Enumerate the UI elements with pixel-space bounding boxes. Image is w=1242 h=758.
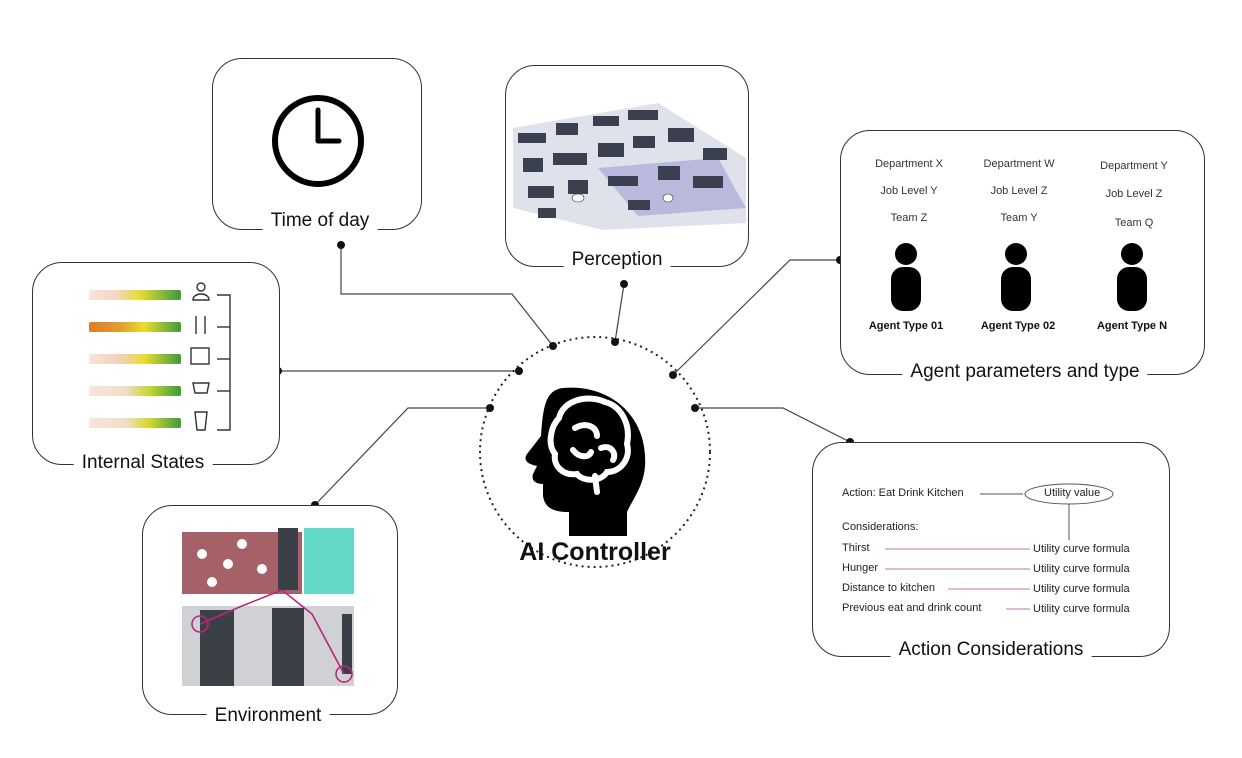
environment-map-image [182, 528, 354, 686]
time-of-day-title: Time of day [262, 210, 378, 232]
consideration-formula: Utility curve formula [1033, 563, 1130, 575]
line-action [695, 407, 851, 443]
state-bar [89, 354, 181, 364]
agent-2-team: Team Y [1000, 212, 1038, 224]
brain-head-icon [525, 387, 646, 536]
state-bar [89, 418, 181, 428]
consideration-formula: Utility curve formula [1033, 583, 1130, 595]
consideration-name: Hunger [842, 562, 879, 574]
agent-3-job-level: Job Level Z [1105, 188, 1163, 200]
consideration-name: Previous eat and drink count [842, 602, 982, 614]
perception-title: Perception [563, 249, 671, 271]
utility-value-label: Utility value [1044, 487, 1101, 499]
state-bar [89, 386, 181, 396]
agent-1-job-level: Job Level Y [880, 185, 938, 197]
state-bar [89, 290, 181, 300]
person-icon [1001, 243, 1031, 311]
agent-2-job-level: Job Level Z [990, 185, 1048, 197]
action-label: Action: Eat Drink Kitchen [842, 487, 964, 499]
agent-1-type: Agent Type 01 [868, 320, 944, 332]
action-considerations-title: Action Considerations [890, 639, 1092, 661]
clock-icon [272, 95, 364, 187]
consideration-formula: Utility curve formula [1033, 543, 1130, 555]
line-time-of-day [340, 245, 554, 347]
line-agents [672, 259, 840, 376]
environment-title: Environment [206, 705, 330, 727]
agent-1-team: Team Z [890, 212, 928, 224]
line-perception [614, 283, 625, 343]
consideration-name: Distance to kitchen [842, 582, 935, 594]
person-icon [891, 243, 921, 311]
agent-2-type: Agent Type 02 [980, 320, 1056, 332]
person-icon [1117, 243, 1147, 311]
internal-states-title: Internal States [73, 452, 213, 474]
agent-3-department: Department Y [1100, 160, 1168, 172]
agent-3-team: Team Q [1114, 217, 1154, 229]
consideration-name: Thirst [842, 542, 870, 554]
state-bar [89, 322, 181, 332]
state-icons [190, 282, 231, 431]
perception-scene-image [513, 103, 746, 230]
ai-controller-title: AI Controller [519, 538, 671, 566]
consideration-links [885, 548, 1030, 610]
line-environment [314, 407, 490, 506]
agent-parameters-title: Agent parameters and type [902, 361, 1148, 383]
agent-1-department: Department X [875, 158, 943, 170]
considerations-label: Considerations: [842, 521, 919, 533]
controller-ring [479, 336, 711, 568]
utility-link [980, 483, 1114, 540]
agent-2-department: Department W [983, 158, 1055, 170]
consideration-formula: Utility curve formula [1033, 603, 1130, 615]
agent-3-type: Agent Type N [1096, 320, 1168, 332]
